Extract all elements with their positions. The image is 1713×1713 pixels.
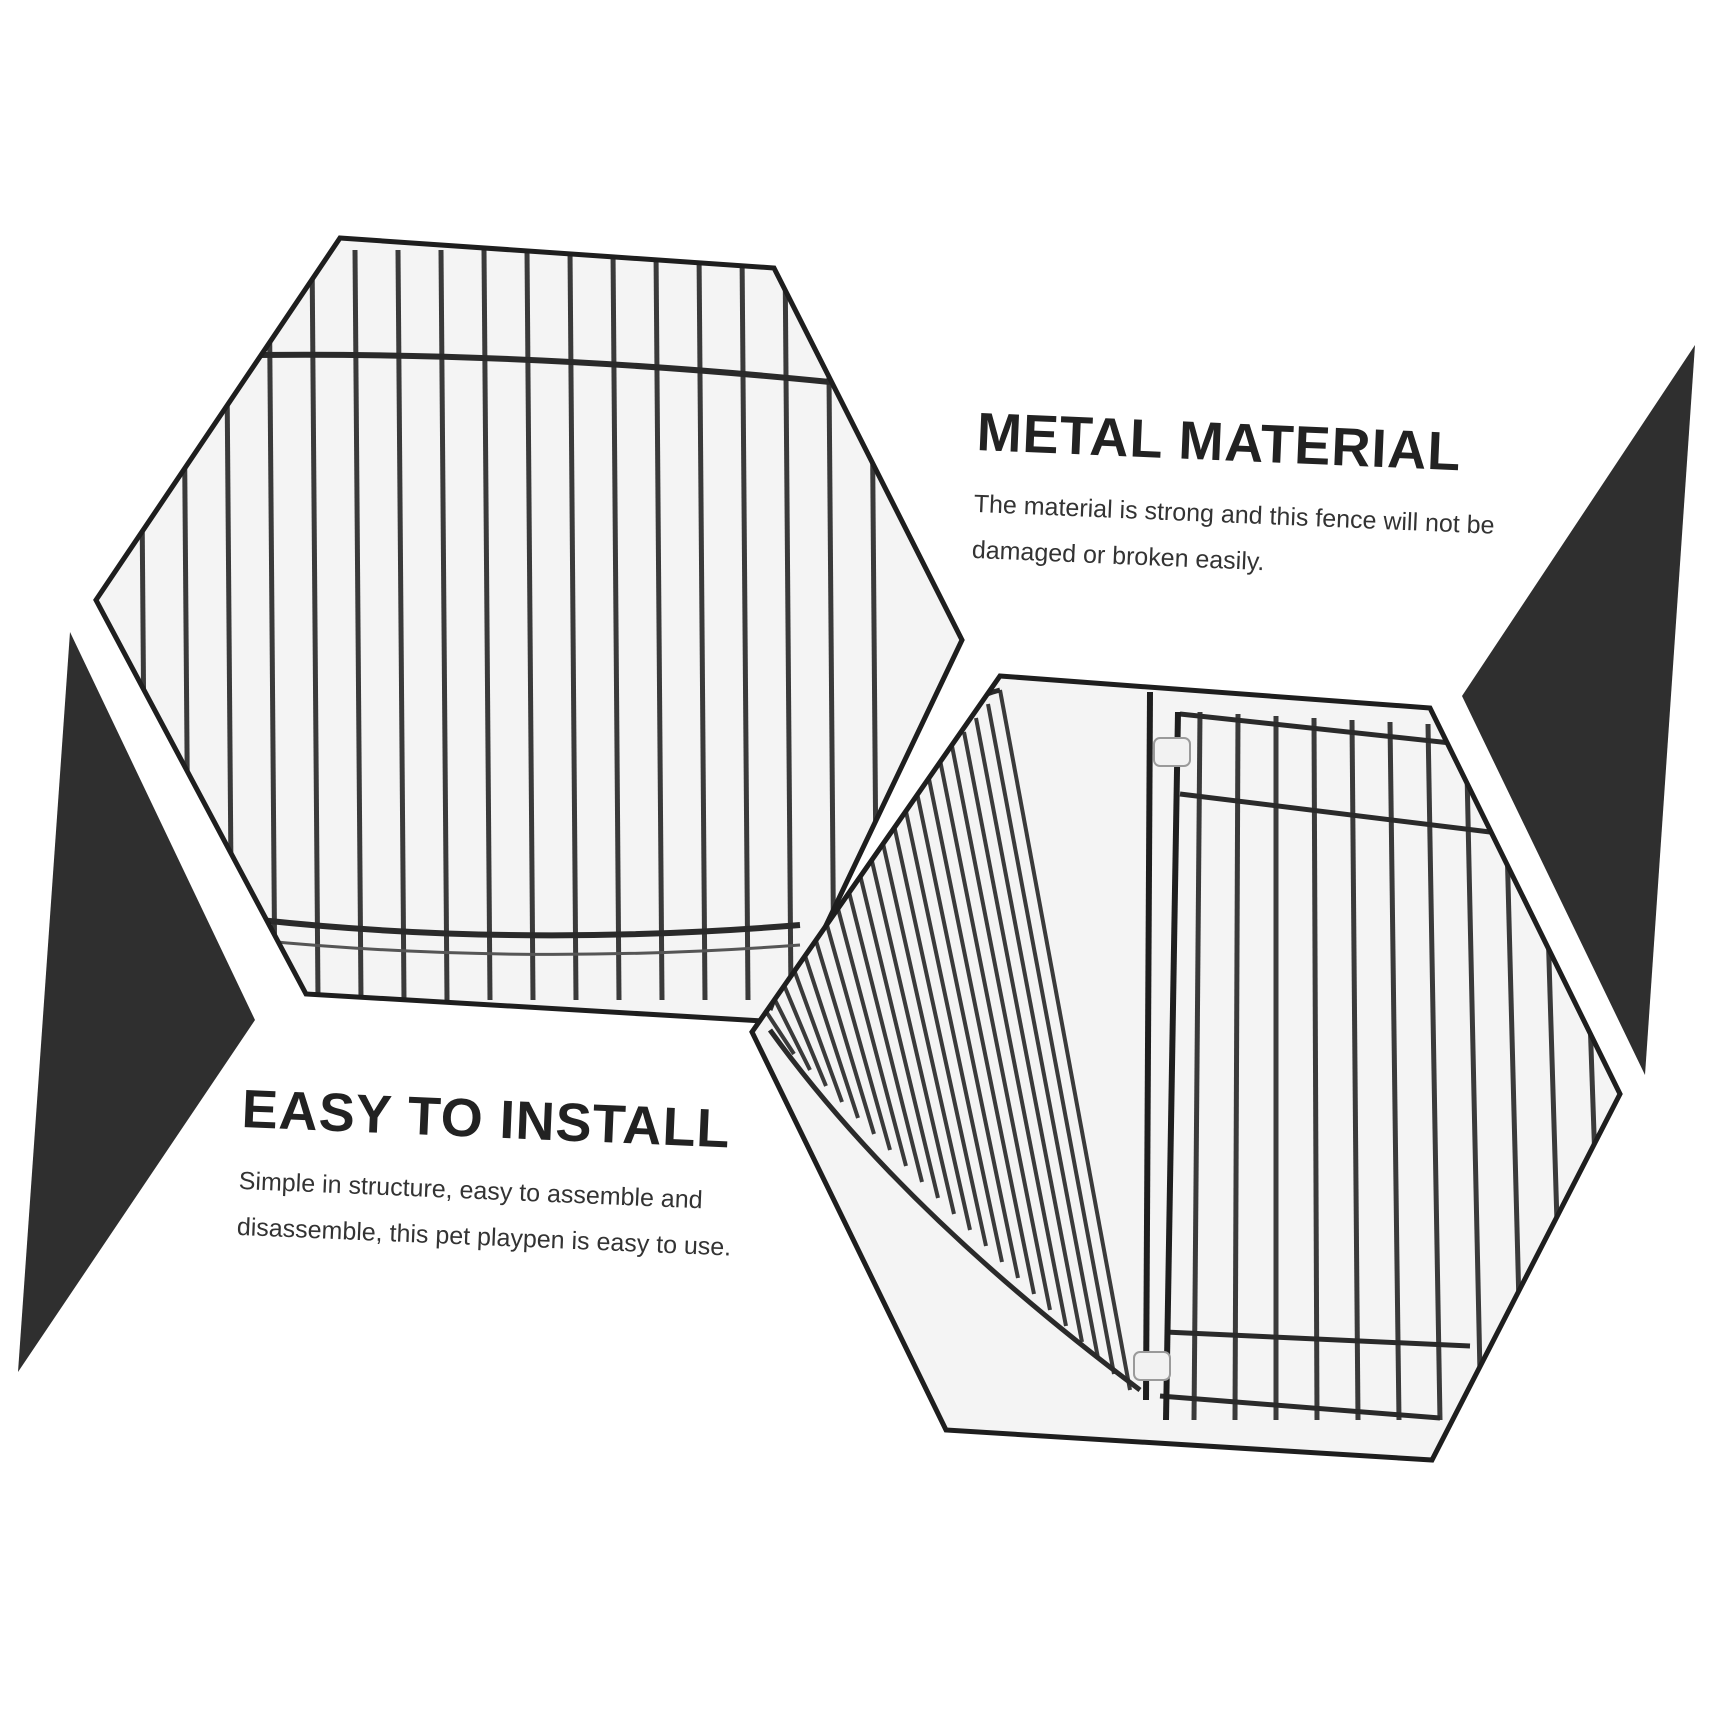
fence-wire [653,249,665,1001]
fence-wire [842,871,924,1183]
connector-clip-bottom [1133,1351,1171,1381]
fence-wire [806,913,876,1135]
feature-easy-install: EASY TO INSTALL Simple in structure, eas… [236,1079,763,1272]
fence-wire [890,815,988,1247]
fence-wire [974,717,1100,1359]
fence-wire [998,689,1132,1391]
fence-wire [914,787,1020,1279]
fence-wire [1425,723,1443,1421]
right-accent-triangle [1462,345,1695,1075]
hexagon-frame-bottom [749,673,1623,1463]
fence-wire [962,731,1084,1343]
fence-wire [926,773,1036,1295]
fence-wire [223,249,235,1001]
fence-wire [1191,711,1203,1421]
fence-wire [266,249,278,1001]
fence-wire [1387,721,1402,1421]
fence-wire [1232,713,1241,1421]
fence-wire [309,249,321,1001]
fence-wire [854,857,940,1199]
fence-wire [818,899,892,1151]
fence-wire [950,745,1068,1327]
fence-wire [395,249,407,1001]
feature-metal-material: METAL MATERIAL The material is strong an… [971,402,1538,596]
fence-wire [902,801,1004,1263]
fence-wire [1311,717,1320,1421]
left-accent-triangle [18,632,255,1372]
fence-wire [794,927,860,1119]
fence-wire [438,249,450,1001]
fence-wire [1349,719,1361,1421]
fence-wire [567,249,579,1001]
fence-wire [938,759,1052,1311]
fence-wire [610,249,622,1001]
fence-wire [352,249,364,1001]
fence-wire [1463,725,1484,1421]
fence-wire [696,249,708,1001]
fence-wire [481,249,493,1001]
fence-wire [878,829,972,1231]
connector-clip-top [1153,737,1191,767]
fence-wire [524,249,536,1001]
fence-wire [986,703,1116,1375]
fence-wire [830,885,908,1167]
fence-wire [866,843,956,1215]
